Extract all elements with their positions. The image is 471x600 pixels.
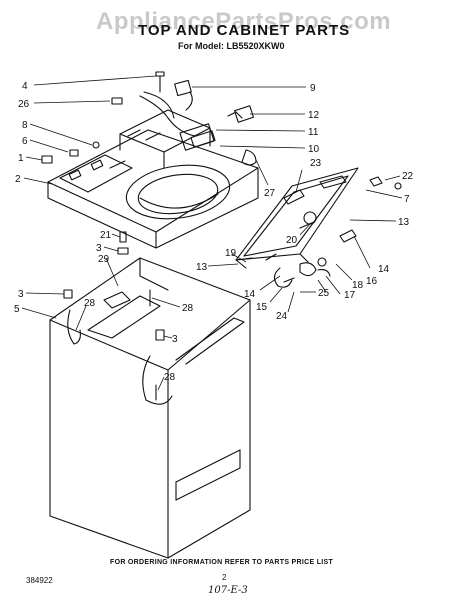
- leader-lines: [21, 75, 403, 391]
- document-number: 384922: [26, 576, 53, 585]
- callout-label: 21: [100, 230, 112, 241]
- callout-label: 17: [344, 290, 356, 301]
- diagram-title: TOP AND CABINET PARTS: [138, 22, 351, 39]
- callout-label: 3: [172, 334, 178, 345]
- callout-label: 18: [352, 280, 364, 291]
- top-panel: [47, 129, 259, 249]
- console-backsplash: [119, 109, 211, 169]
- lid-assembly: [235, 167, 359, 269]
- callout-label: 19: [225, 248, 237, 259]
- callout-label: 27: [264, 188, 276, 199]
- callout-label: 3: [96, 243, 102, 254]
- callout-label: 28: [182, 303, 194, 314]
- cabinet: [49, 257, 251, 559]
- callout-label: 20: [286, 235, 298, 246]
- callout-label: 25: [318, 288, 330, 299]
- callout-label: 3: [18, 289, 24, 300]
- callout-label: 15: [256, 302, 268, 313]
- callout-label: 7: [404, 194, 410, 205]
- callout-labels: 4 26 8 6 1 2 21 3 29 3 5 28 28 3 28 9 12…: [14, 81, 414, 383]
- callout-label: 11: [308, 127, 319, 138]
- callout-label: 14: [378, 264, 390, 275]
- callout-label: 13: [398, 217, 410, 228]
- watermark: AppliancePartsPros.com: [96, 8, 392, 35]
- callout-label: 1: [18, 153, 24, 164]
- callout-label: 28: [164, 372, 176, 383]
- callout-label: 6: [22, 136, 28, 147]
- callout-label: 23: [310, 158, 322, 169]
- callout-label: 5: [14, 304, 20, 315]
- callout-label: 28: [84, 298, 96, 309]
- callout-label: 9: [310, 83, 316, 94]
- page-number: 2: [222, 573, 227, 582]
- callout-label: 10: [308, 144, 320, 155]
- callout-label: 29: [98, 254, 110, 265]
- lid-switch-parts: [265, 229, 357, 288]
- callout-label: 2: [15, 174, 21, 185]
- fasteners: [41, 71, 402, 401]
- handwritten-note: 107-E-3: [208, 585, 248, 596]
- callout-label: 26: [18, 99, 30, 110]
- switch-cluster: [139, 79, 255, 151]
- callout-label: 8: [22, 120, 28, 131]
- callout-label: 16: [366, 276, 378, 287]
- callout-label: 12: [308, 110, 320, 121]
- ordering-info-note: FOR ORDERING INFORMATION REFER TO PARTS …: [110, 559, 334, 566]
- model-subtitle: For Model: LB5520XKW0: [178, 41, 285, 51]
- callout-label: 22: [402, 171, 414, 182]
- callout-label: 13: [196, 262, 208, 273]
- callout-label: 14: [244, 289, 256, 300]
- callout-label: 24: [276, 311, 288, 322]
- callout-label: 4: [22, 81, 28, 92]
